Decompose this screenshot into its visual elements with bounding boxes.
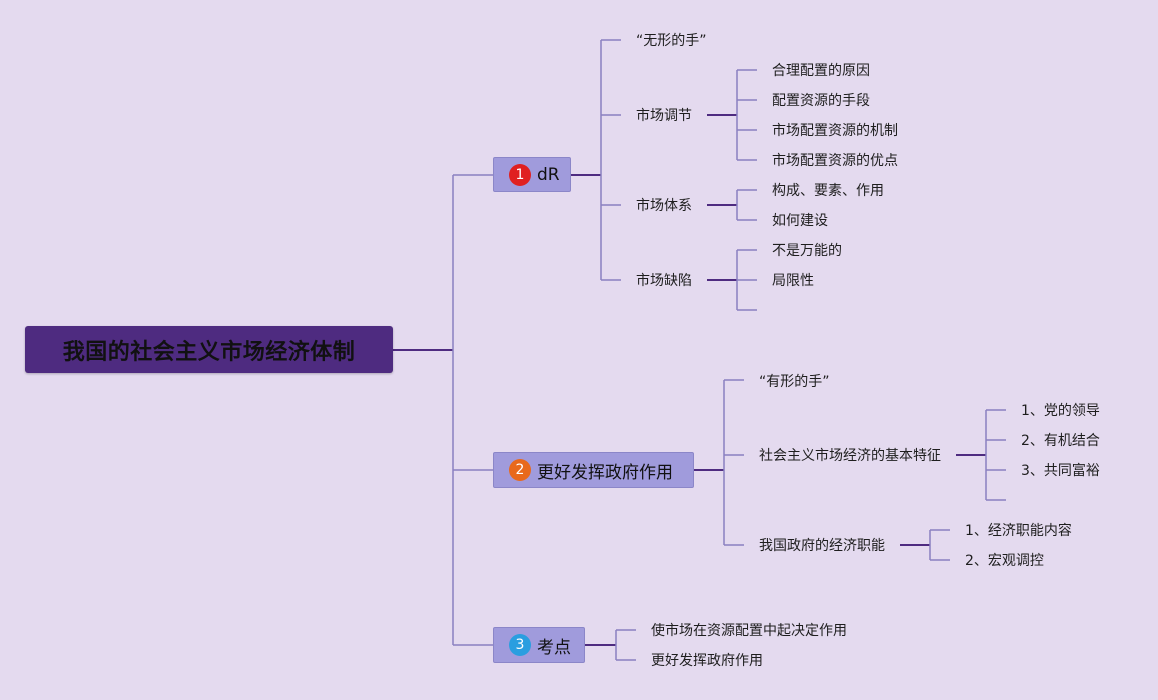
subtopic-market-decisive-role[interactable]: 使市场在资源配置中起决定作用	[651, 623, 847, 639]
leaf-item[interactable]: 配置资源的手段	[772, 93, 870, 109]
branch-topic-2[interactable]: 2 更好发挥政府作用	[493, 452, 694, 488]
leaf-item[interactable]: 如何建设	[772, 213, 828, 229]
subtopic-visible-hand[interactable]: “有形的手”	[759, 374, 830, 390]
subtopic-market-system[interactable]: 市场体系	[636, 198, 692, 214]
subtopic-government-functions[interactable]: 我国政府的经济职能	[759, 538, 885, 554]
subtopic-basic-features[interactable]: 社会主义市场经济的基本特征	[759, 448, 941, 464]
subtopic-market-defects[interactable]: 市场缺陷	[636, 273, 692, 289]
leaf-item[interactable]: 1、党的领导	[1021, 403, 1100, 419]
leaf-item[interactable]: 1、经济职能内容	[965, 523, 1072, 539]
leaf-item[interactable]: 2、有机结合	[1021, 433, 1100, 449]
badge-number-2: 2	[509, 459, 531, 481]
subtopic-market-regulation[interactable]: 市场调节	[636, 108, 692, 124]
subtopic-invisible-hand[interactable]: “无形的手”	[636, 33, 707, 49]
branch-topic-3[interactable]: 3 考点	[493, 627, 585, 663]
root-topic[interactable]: 我国的社会主义市场经济体制	[25, 326, 393, 373]
leaf-item[interactable]: 市场配置资源的优点	[772, 153, 898, 169]
branch-topic-1[interactable]: 1 dR	[493, 157, 571, 192]
subtopic-government-role[interactable]: 更好发挥政府作用	[651, 653, 763, 669]
leaf-item[interactable]: 构成、要素、作用	[772, 183, 884, 199]
leaf-item[interactable]: 3、共同富裕	[1021, 463, 1100, 479]
leaf-item[interactable]: 合理配置的原因	[772, 63, 870, 79]
leaf-item[interactable]: 不是万能的	[772, 243, 842, 259]
badge-number-1: 1	[509, 163, 531, 186]
leaf-item[interactable]: 市场配置资源的机制	[772, 123, 898, 139]
leaf-item[interactable]: 局限性	[772, 273, 814, 289]
badge-number-3: 3	[509, 634, 531, 656]
branch-topic-label: 更好发挥政府作用	[537, 462, 673, 483]
branch-topic-label: 考点	[537, 637, 571, 658]
branch-topic-label: dR	[537, 164, 560, 185]
root-topic-label: 我国的社会主义市场经济体制	[62, 339, 356, 365]
leaf-item[interactable]: 2、宏观调控	[965, 553, 1044, 569]
